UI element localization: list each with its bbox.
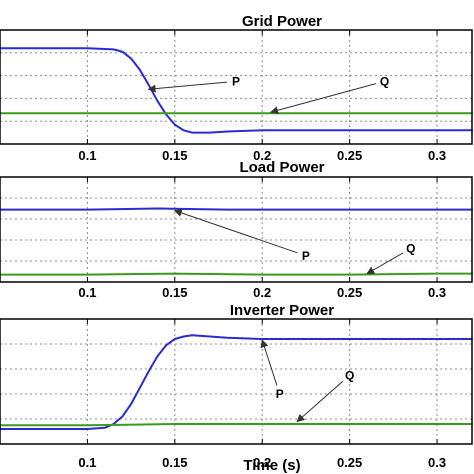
panel-title: Grid Power: [242, 13, 322, 30]
x-tick-label: 0.25: [337, 148, 362, 163]
panel-title: Inverter Power: [230, 302, 334, 319]
panel-1: Grid Power 0.1 0.15 0.2 0.25 0.3 P Q: [0, 13, 473, 163]
series-line-p: [0, 334, 473, 430]
annotation-label: P: [232, 74, 240, 88]
annotation-arrow: [147, 81, 228, 93]
plot-frame: [0, 176, 473, 283]
annotation-label: Q: [345, 368, 354, 382]
series-line-p: [0, 47, 473, 134]
annotation-label: P: [302, 249, 310, 263]
x-tick-label: 0.15: [162, 148, 187, 163]
annotation-arrow: [173, 209, 298, 254]
plot-frame: [0, 29, 473, 145]
annotation-arrow: [366, 252, 404, 275]
annotation-arrow: [269, 83, 377, 115]
panel-2: Load Power 0.1 0.15 0.2 0.25 0.3 P Q: [0, 159, 473, 300]
x-tick-label: 0.1: [78, 455, 96, 470]
series-line-p: [0, 207, 473, 211]
x-tick-label: 0.25: [337, 285, 362, 300]
x-axis-label: Time (s): [243, 457, 300, 474]
x-tick-label: 0.3: [428, 148, 446, 163]
annotation-label: Q: [380, 74, 389, 88]
x-tick-label: 0.1: [78, 285, 96, 300]
annotation-arrow: [296, 380, 344, 423]
x-tick-label: 0.2: [253, 455, 271, 470]
x-tick-label: 0.3: [428, 455, 446, 470]
panel-title: Load Power: [239, 159, 324, 176]
x-tick-label: 0.15: [162, 455, 187, 470]
x-tick-label: 0.15: [162, 285, 187, 300]
x-tick-label: 0.1: [78, 148, 96, 163]
x-tick-label: 0.2: [253, 148, 271, 163]
panel-3: Inverter Power 0.1 0.15 0.2 0.25 0.3 P Q Time (s…: [0, 302, 473, 474]
plot-frame: [0, 318, 473, 445]
series-line-q: [0, 423, 473, 427]
x-tick-label: 0.2: [253, 285, 271, 300]
annotation-label: P: [276, 387, 284, 401]
annotation-label: Q: [406, 241, 415, 255]
annotation-arrow: [260, 339, 278, 386]
x-tick-label: 0.25: [337, 455, 362, 470]
series-line-q: [0, 272, 473, 276]
x-tick-label: 0.3: [428, 285, 446, 300]
